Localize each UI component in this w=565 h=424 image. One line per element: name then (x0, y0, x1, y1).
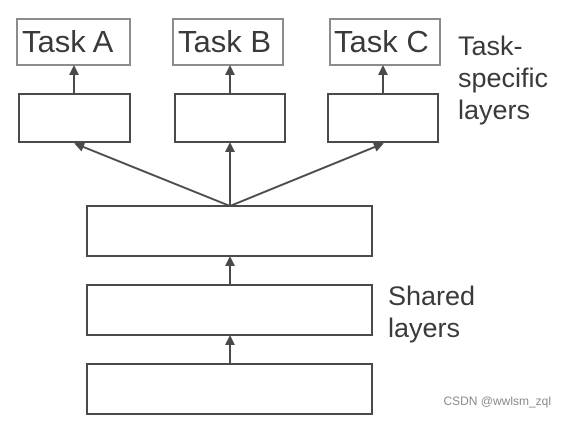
arrow-shared-to-layer-c (229, 142, 384, 207)
task-c-label: Task C (334, 24, 429, 59)
task-specific-label-line-1: Task- (458, 31, 523, 61)
task-specific-label-line-2: specific (458, 63, 549, 93)
shared-layer-middle (86, 284, 373, 336)
task-specific-layer-c (327, 93, 439, 143)
arrow-shared-to-layer-a (74, 142, 231, 207)
shared-label-line-2: layers (388, 313, 461, 343)
shared-layer-bottom (86, 363, 373, 415)
task-a-label: Task A (22, 24, 114, 59)
task-specific-layer-b (174, 93, 286, 143)
task-b-label: Task B (178, 24, 272, 59)
watermark: CSDN @wwlsm_zql (443, 394, 551, 408)
task-specific-label-line-3: layers (458, 95, 531, 125)
task-specific-label: Task- specific layers (458, 30, 548, 126)
shared-layers-label: Shared layers (388, 280, 475, 344)
shared-label-line-1: Shared (388, 281, 476, 311)
shared-layer-top (86, 205, 373, 257)
task-specific-layer-a (18, 93, 131, 143)
